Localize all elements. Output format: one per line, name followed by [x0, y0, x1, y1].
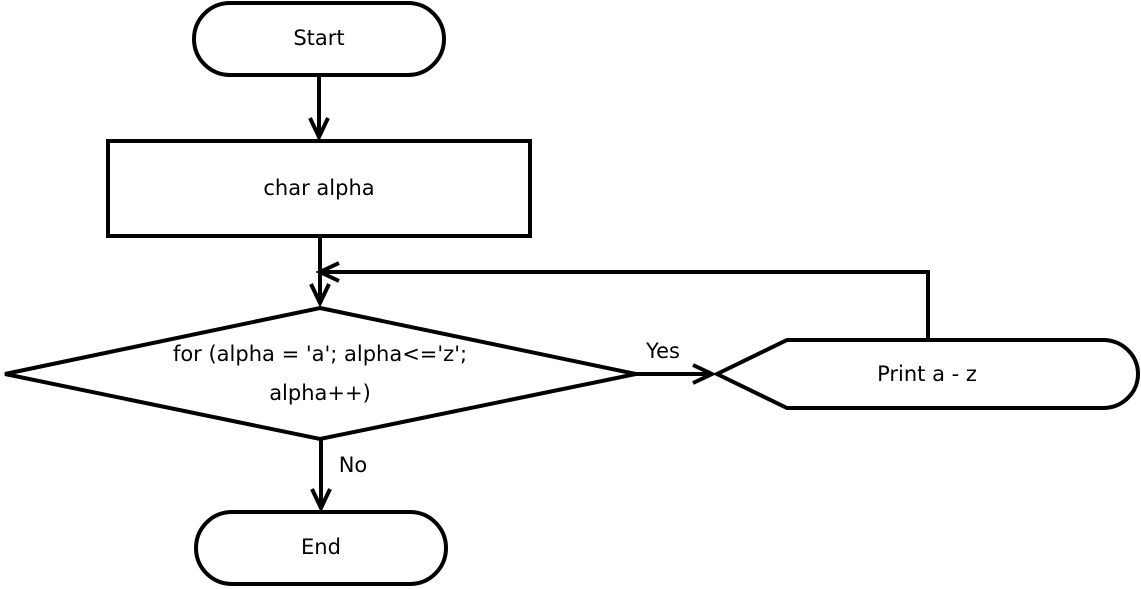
loop-decision: for (alpha = 'a'; alpha<='z'; alpha++)	[4, 305, 637, 442]
arrow-yes-branch: Yes	[636, 339, 717, 385]
print-output: Print a - z	[712, 338, 1140, 410]
arrow-no-branch: No	[310, 439, 368, 513]
decision-label-line2: alpha++)	[269, 381, 371, 405]
start-terminator: Start	[192, 1, 446, 77]
arrow-loop-back	[315, 261, 930, 340]
start-label: Start	[293, 26, 344, 50]
decision-label-line1: for (alpha = 'a'; alpha<='z';	[173, 342, 467, 366]
yes-label: Yes	[645, 339, 680, 363]
arrow-declare-to-decision	[309, 236, 331, 308]
end-shape	[194, 510, 448, 586]
end-label: End	[301, 535, 341, 559]
declare-shape	[106, 139, 532, 238]
declare-process: char alpha	[106, 139, 532, 238]
declare-label: char alpha	[263, 176, 374, 200]
output-shape	[712, 338, 1140, 410]
end-terminator: End	[194, 510, 448, 586]
no-label: No	[339, 453, 368, 477]
decision-shape	[4, 305, 637, 442]
arrow-start-to-declare	[308, 75, 330, 142]
output-label: Print a - z	[877, 362, 977, 386]
